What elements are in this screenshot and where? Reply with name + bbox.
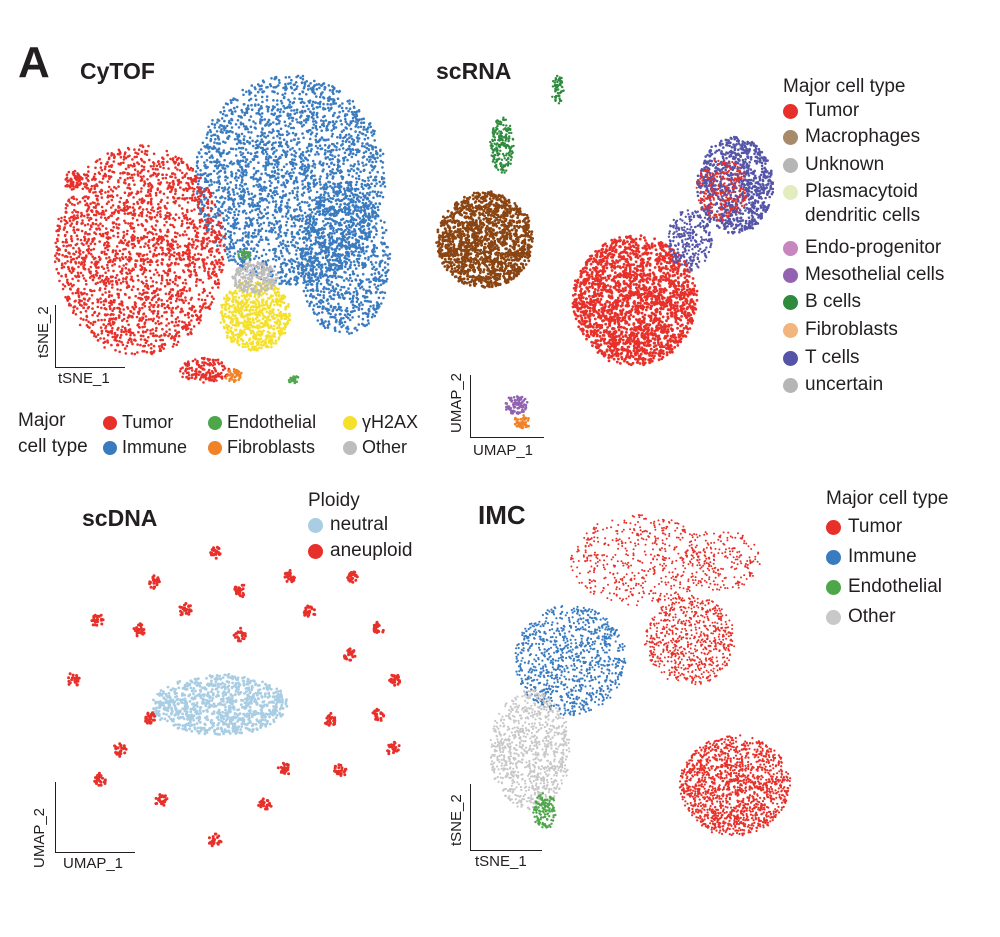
scdna-aneuploid-cluster	[257, 797, 273, 811]
scrna-bcell-cluster	[489, 116, 515, 174]
cytof-legend-other: Other	[343, 437, 407, 458]
scdna-aneuploid-cluster	[372, 620, 385, 634]
legend-label: Tumor	[122, 412, 173, 433]
scdna-aneuploid-cluster	[283, 569, 296, 584]
scdna-aneuploid-cluster	[90, 613, 105, 627]
cytof-x-axis-label: tSNE_1	[58, 370, 110, 387]
legend-swatch	[343, 415, 357, 430]
imc-tumor-cluster	[643, 594, 736, 686]
legend-swatch	[103, 440, 117, 455]
cytof-endothelial-cluster	[287, 375, 300, 385]
scdna-aneuploid-cluster	[371, 707, 386, 722]
legend-swatch	[208, 440, 222, 455]
cytof-legend-tumor: Tumor	[103, 412, 173, 433]
scdna-aneuploid-cluster	[276, 761, 291, 776]
scrna-tumor-cluster	[571, 234, 699, 367]
imc-tumor-cluster	[570, 514, 711, 607]
scdna-aneuploid-cluster	[342, 647, 357, 662]
scdna-aneuploid-cluster	[333, 763, 348, 777]
legend-swatch	[103, 415, 117, 430]
scdna-aneuploid-cluster	[154, 793, 169, 807]
legend-label: Immune	[122, 437, 187, 458]
scdna-aneuploid-cluster	[178, 602, 193, 617]
imc-endothelial-cluster	[532, 792, 557, 829]
panel-letter: A	[18, 38, 50, 88]
cytof-other-cluster	[231, 260, 279, 296]
legend-swatch	[343, 440, 357, 455]
cytof-legend-fibroblasts: Fibroblasts	[208, 437, 315, 458]
scrna-macrophage-cluster	[435, 190, 534, 289]
scdna-aneuploid-cluster	[93, 771, 107, 787]
cytof-tumor-cluster	[178, 356, 231, 384]
imc-other-cluster	[489, 688, 571, 811]
cytof-y-axis	[55, 305, 56, 367]
scdna-aneuploid-cluster	[113, 742, 128, 758]
scdna-neutral-cluster	[152, 672, 289, 736]
scdna-aneuploid-cluster	[207, 832, 223, 848]
scrna-fibroblast-cluster	[513, 414, 530, 430]
scdna-aneuploid-cluster	[232, 626, 247, 643]
legend-label: γH2AX	[362, 412, 418, 433]
cytof-x-axis	[55, 367, 125, 368]
imc-tumor-cluster	[681, 531, 761, 591]
scdna-aneuploid-cluster	[386, 740, 401, 756]
cytof-fibroblast-cluster	[224, 368, 243, 384]
scrna-mesothelial-cluster	[504, 395, 529, 415]
scdna-aneuploid-cluster	[323, 711, 337, 727]
legend-swatch	[208, 415, 222, 430]
legend-label: Fibroblasts	[227, 437, 315, 458]
scdna-aneuploid-cluster	[148, 574, 161, 590]
imc-immune-cluster	[514, 605, 627, 717]
cytof-legend-endothelial: Endothelial	[208, 412, 316, 433]
imc-tumor-cluster	[678, 734, 792, 837]
scdna-aneuploid-cluster	[209, 545, 222, 560]
scdna-aneuploid-cluster	[346, 570, 359, 584]
cytof-legend-title-line2: cell type	[18, 436, 88, 458]
scdna-aneuploid-cluster	[144, 711, 156, 725]
cytof-legend-immune: Immune	[103, 437, 187, 458]
scrna-bcell-cluster	[551, 74, 565, 105]
scdna-aneuploid-cluster	[67, 672, 81, 687]
cytof-title: CyTOF	[80, 58, 155, 85]
cytof-immune-cluster	[193, 74, 387, 286]
legend-label: Endothelial	[227, 412, 316, 433]
scdna-aneuploid-cluster	[132, 622, 146, 638]
cytof-legend-gh2ax: γH2AX	[343, 412, 418, 433]
scdna-aneuploid-cluster	[388, 673, 402, 687]
scdna-aneuploid-cluster	[302, 604, 317, 618]
cytof-legend-title-line1: Major	[18, 410, 66, 432]
scdna-aneuploid-cluster	[233, 583, 246, 599]
cytof-tumor-cluster	[64, 169, 84, 191]
